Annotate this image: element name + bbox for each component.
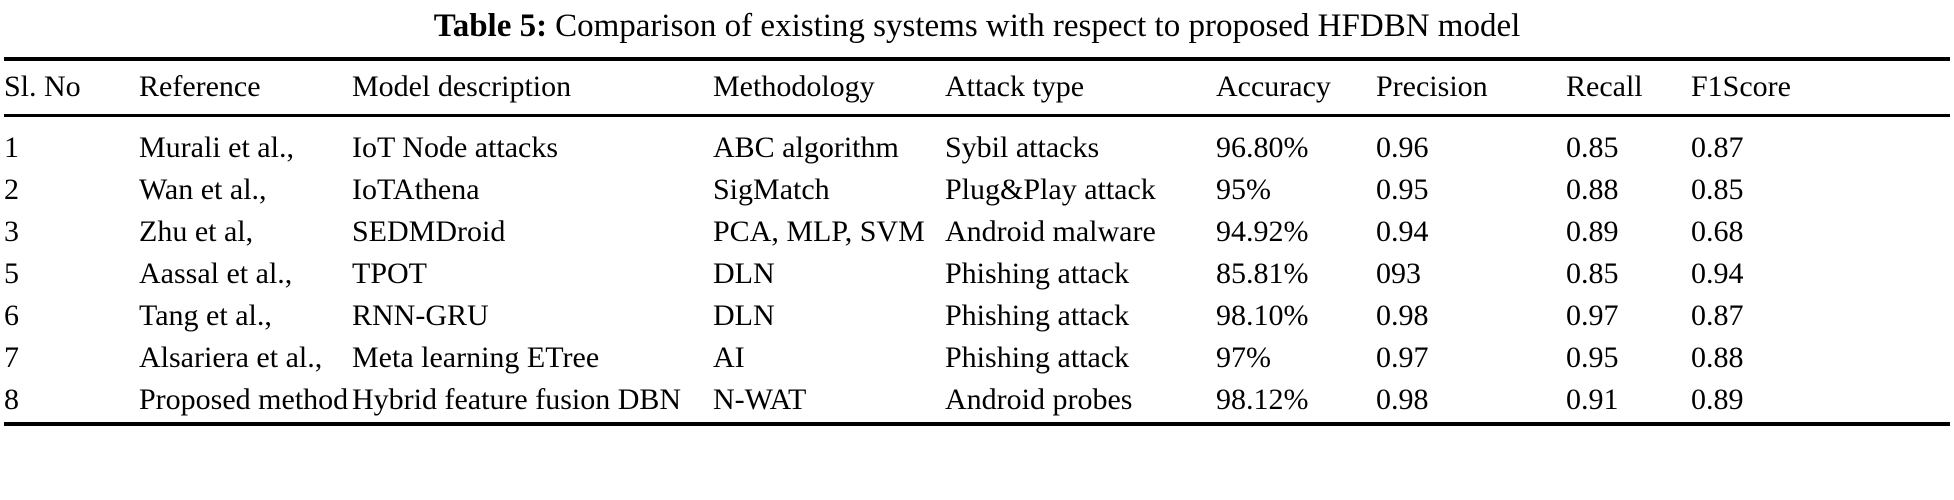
cell-model-description: Hybrid feature fusion DBN [352, 383, 682, 416]
cell-sl-no: 3 [4, 215, 19, 248]
cell-model-description: IoT Node attacks [352, 131, 559, 164]
table-row: 5 Aassal et al., TPOT DLN Phishing attac… [4, 254, 1950, 296]
cell-reference: Proposed method [139, 383, 349, 416]
cell-f1score: 0.88 [1691, 341, 1744, 374]
cell-sl-no: 2 [4, 173, 19, 206]
cell-accuracy: 85.81% [1216, 257, 1309, 290]
cell-methodology: DLN [713, 299, 775, 332]
column-header-recall: Recall [1566, 70, 1643, 103]
header-row: Sl. No Reference Model description Metho… [4, 61, 1950, 111]
table-body: 1 Murali et al., IoT Node attacks ABC al… [4, 122, 1950, 422]
cell-attack-type: Android malware [945, 215, 1156, 248]
cell-accuracy: 94.92% [1216, 215, 1309, 248]
cell-f1score: 0.68 [1691, 215, 1744, 248]
cell-sl-no: 8 [4, 383, 19, 416]
cell-attack-type: Sybil attacks [945, 131, 1100, 164]
table-caption: Table 5:Comparison of existing systems w… [0, 0, 1954, 57]
cell-methodology: N-WAT [713, 383, 807, 416]
cell-methodology: ABC algorithm [713, 131, 899, 164]
table-header: Sl. No Reference Model description Metho… [4, 61, 1950, 122]
cell-precision: 0.98 [1376, 299, 1429, 332]
cell-reference: Zhu et al, [139, 215, 254, 248]
cell-sl-no: 6 [4, 299, 19, 332]
cell-accuracy: 98.12% [1216, 383, 1309, 416]
cell-recall: 0.89 [1566, 215, 1619, 248]
cell-accuracy: 96.80% [1216, 131, 1309, 164]
cell-reference: Murali et al., [139, 131, 294, 164]
column-header-methodology: Methodology [713, 70, 875, 103]
cell-precision: 0.98 [1376, 383, 1429, 416]
cell-attack-type: Android probes [945, 383, 1133, 416]
cell-reference: Alsariera et al., [139, 341, 323, 374]
cell-f1score: 0.94 [1691, 257, 1744, 290]
cell-recall: 0.88 [1566, 173, 1619, 206]
cell-model-description: SEDMDroid [352, 215, 506, 248]
caption-text: Comparison of existing systems with resp… [555, 8, 1521, 44]
cell-f1score: 0.89 [1691, 383, 1744, 416]
table-row: 1 Murali et al., IoT Node attacks ABC al… [4, 122, 1950, 170]
cell-accuracy: 95% [1216, 173, 1271, 206]
cell-reference: Aassal et al., [139, 257, 293, 290]
cell-attack-type: Plug&Play attack [945, 173, 1156, 206]
cell-methodology: AI [713, 341, 745, 374]
column-header-sl-no: Sl. No [4, 70, 81, 103]
cell-f1score: 0.87 [1691, 131, 1744, 164]
cell-precision: 0.97 [1376, 341, 1429, 374]
cell-f1score: 0.87 [1691, 299, 1744, 332]
cell-methodology: SigMatch [713, 173, 830, 206]
column-header-f1score: F1Score [1691, 70, 1791, 103]
cell-sl-no: 7 [4, 341, 19, 374]
cell-sl-no: 5 [4, 257, 19, 290]
column-header-reference: Reference [139, 70, 261, 103]
cell-model-description: RNN-GRU [352, 299, 489, 332]
table-top-rule [0, 57, 1954, 61]
header-separator-rule [4, 111, 1950, 122]
table-bottom-rule [0, 422, 1954, 426]
cell-recall: 0.91 [1566, 383, 1619, 416]
cell-precision: 0.96 [1376, 131, 1429, 164]
cell-precision: 093 [1376, 257, 1421, 290]
cell-recall: 0.97 [1566, 299, 1619, 332]
cell-recall: 0.95 [1566, 341, 1619, 374]
cell-model-description: IoTAthena [352, 173, 480, 206]
cell-precision: 0.94 [1376, 215, 1429, 248]
cell-attack-type: Phishing attack [945, 341, 1130, 374]
cell-recall: 0.85 [1566, 257, 1619, 290]
table-row: 2 Wan et al., IoTAthena SigMatch Plug&Pl… [4, 170, 1950, 212]
cell-methodology: DLN [713, 257, 775, 290]
cell-precision: 0.95 [1376, 173, 1429, 206]
caption-label: Table 5: [433, 8, 548, 44]
cell-accuracy: 97% [1216, 341, 1271, 374]
cell-model-description: TPOT [352, 257, 427, 290]
table-row: 8 Proposed method Hybrid feature fusion … [4, 380, 1950, 422]
table-row: 3 Zhu et al, SEDMDroid PCA, MLP, SVM And… [4, 212, 1950, 254]
column-header-model-description: Model description [352, 70, 572, 103]
cell-accuracy: 98.10% [1216, 299, 1309, 332]
cell-model-description: Meta learning ETree [352, 341, 600, 374]
table-row: 6 Tang et al., RNN-GRU DLN Phishing atta… [4, 296, 1950, 338]
comparison-table: Sl. No Reference Model description Metho… [4, 61, 1950, 422]
cell-recall: 0.85 [1566, 131, 1619, 164]
cell-reference: Wan et al., [139, 173, 267, 206]
column-header-attack-type: Attack type [945, 70, 1085, 103]
cell-methodology: PCA, MLP, SVM [713, 215, 925, 248]
column-header-accuracy: Accuracy [1216, 70, 1331, 103]
cell-attack-type: Phishing attack [945, 257, 1130, 290]
column-header-precision: Precision [1376, 70, 1488, 103]
cell-sl-no: 1 [4, 131, 19, 164]
table-row: 7 Alsariera et al., Meta learning ETree … [4, 338, 1950, 380]
cell-attack-type: Phishing attack [945, 299, 1130, 332]
cell-reference: Tang et al., [139, 299, 272, 332]
cell-f1score: 0.85 [1691, 173, 1744, 206]
